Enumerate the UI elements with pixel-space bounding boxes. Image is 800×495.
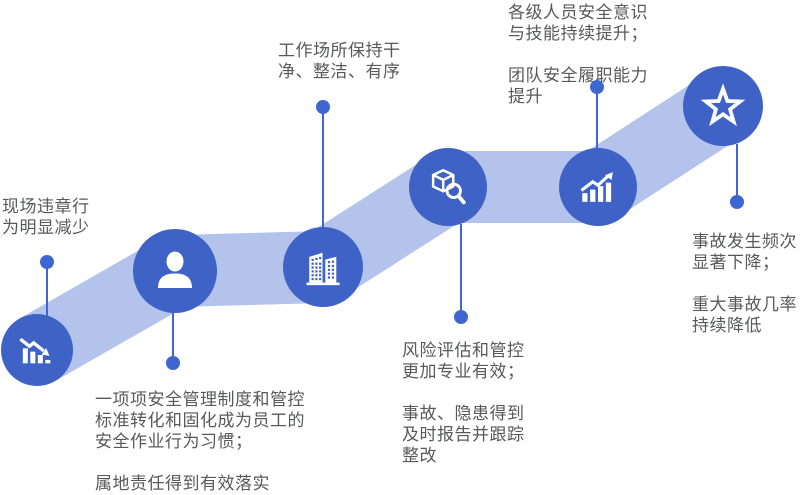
stage-description: 工作场所保持干 净、整洁、有序 — [278, 41, 401, 81]
stage-description: 现场违章行 为明显减少 — [2, 197, 90, 237]
connector-line — [172, 312, 174, 358]
stage-description: 各级人员安全意识 与技能持续提升； 团队安全履职能力 提升 — [508, 3, 648, 106]
connector-line — [322, 107, 324, 229]
connector-line — [460, 224, 462, 312]
star-icon — [700, 83, 746, 127]
buildings-icon — [306, 252, 340, 286]
stage-circle — [559, 148, 637, 226]
cube-search-icon — [431, 168, 466, 205]
stage-circle — [133, 229, 217, 313]
connector-line — [596, 87, 598, 149]
user-icon — [158, 251, 192, 288]
rising-bar-chart-icon — [580, 172, 613, 202]
declining-bar-chart-icon — [19, 337, 51, 364]
stage-circle — [409, 148, 487, 226]
connector-dot — [40, 255, 54, 269]
connector-dot — [730, 195, 744, 209]
connector-dot — [590, 80, 604, 94]
connector-dot — [316, 100, 330, 114]
stage-description: 风险评估和管控 更加专业有效； 事故、隐患得到 及时报告并跟踪 整改 — [402, 341, 525, 465]
stage-circle — [1, 314, 73, 386]
connector-dot — [166, 356, 180, 370]
connector-dot — [454, 310, 468, 324]
connector-line — [46, 262, 48, 318]
stage-description: 事故发生频次 显著下降； 重大事故几率 持续降低 — [692, 232, 797, 335]
connector-line — [736, 144, 738, 198]
stage-circle — [283, 227, 363, 307]
stage-circle — [683, 66, 763, 146]
stage-description: 一项项安全管理制度和管控 标准转化和固化成为员工的 安全作业行为习惯； 属地责任… — [95, 390, 305, 493]
